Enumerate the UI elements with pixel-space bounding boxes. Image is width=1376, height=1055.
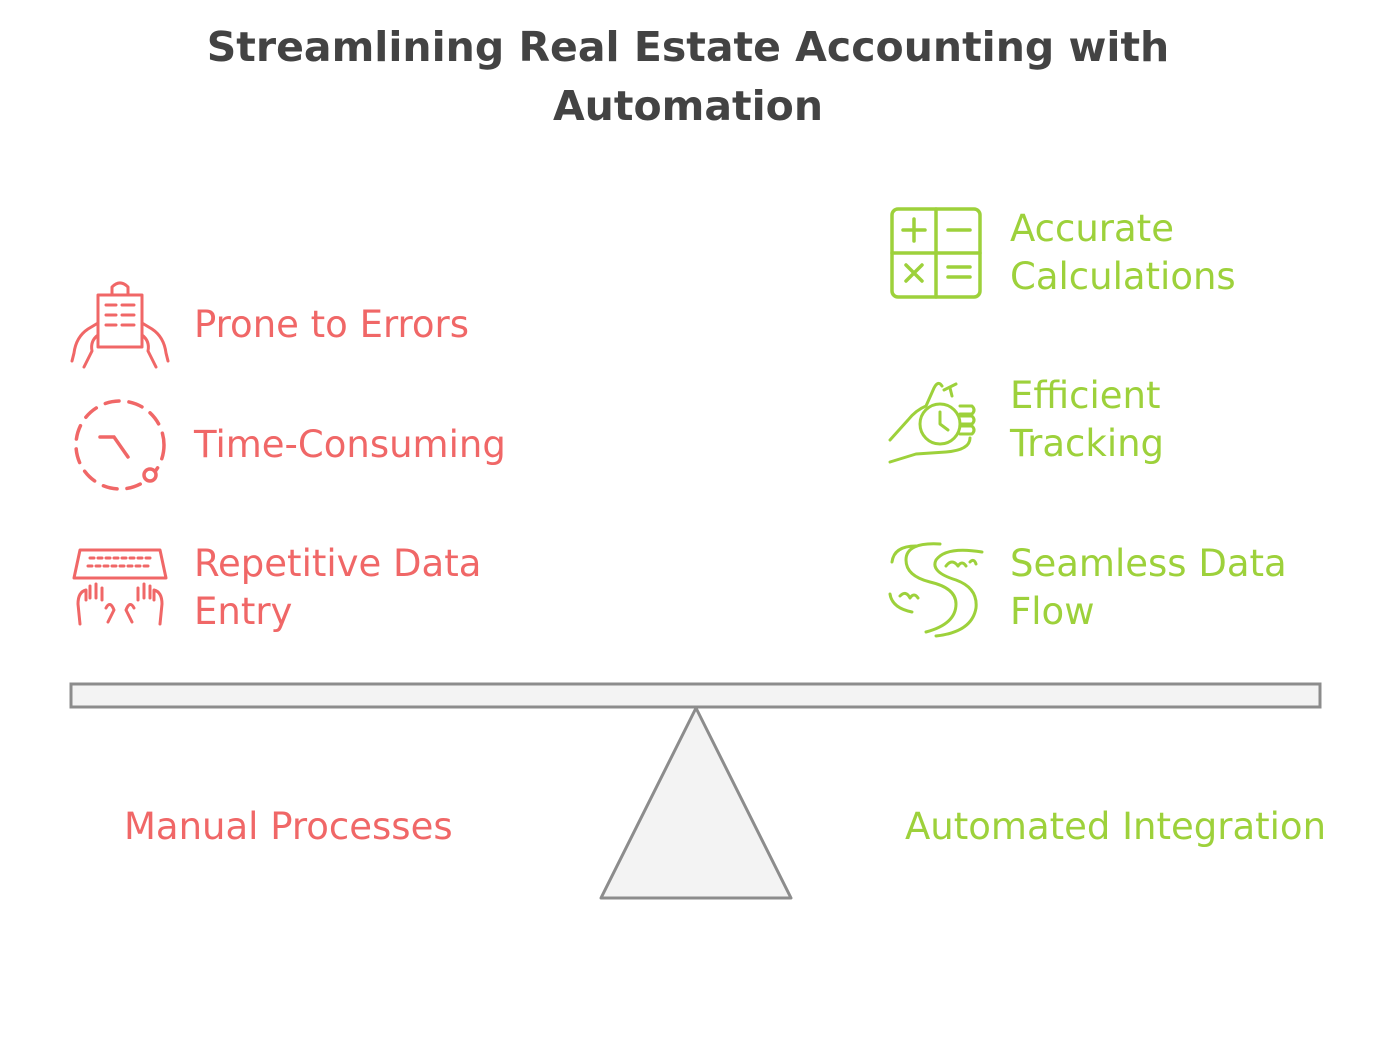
left-item-data-entry-label: Repetitive Data Entry (194, 540, 481, 636)
left-item-errors: Prone to Errors (70, 275, 469, 375)
automated-integration-label: Automated Integration (905, 805, 1327, 848)
left-item-data-entry: Repetitive Data Entry (70, 538, 481, 638)
right-item-data-flow-label: Seamless Data Flow (1010, 540, 1287, 636)
left-item-data-entry-line1: Repetitive Data (194, 542, 482, 585)
page-title: Streamlining Real Estate Accounting with… (0, 18, 1376, 136)
keyboard-typing-icon (70, 538, 170, 638)
title-line-2: Automation (552, 82, 824, 130)
right-item-data-flow-line1: Seamless Data (1010, 542, 1287, 585)
seesaw-fulcrum (599, 706, 793, 900)
clipboard-hands-icon (70, 275, 170, 375)
manual-processes-label: Manual Processes (124, 805, 453, 848)
left-item-time: Time-Consuming (70, 395, 506, 495)
right-item-tracking: Efficient Tracking (886, 370, 1164, 470)
left-item-data-entry-line2: Entry (194, 590, 293, 633)
dashed-clock-icon (70, 395, 170, 495)
right-item-calculations: Accurate Calculations (886, 203, 1236, 303)
right-item-calculations-label: Accurate Calculations (1010, 205, 1236, 301)
right-item-data-flow: Seamless Data Flow (886, 538, 1287, 638)
calculator-grid-icon (886, 203, 986, 303)
seesaw-beam (69, 682, 1322, 709)
river-flow-icon (886, 538, 986, 638)
right-item-tracking-line1: Efficient (1010, 374, 1161, 417)
left-item-errors-label: Prone to Errors (194, 303, 470, 346)
right-item-calculations-line2: Calculations (1010, 255, 1236, 298)
right-item-data-flow-line2: Flow (1010, 590, 1095, 633)
right-item-tracking-line2: Tracking (1010, 422, 1165, 465)
right-item-tracking-label: Efficient Tracking (1010, 372, 1164, 468)
left-item-time-label: Time-Consuming (194, 423, 506, 466)
stopwatch-hand-icon (886, 370, 986, 470)
right-item-calculations-line1: Accurate (1010, 207, 1174, 250)
title-line-1: Streamlining Real Estate Accounting with (206, 23, 1170, 71)
